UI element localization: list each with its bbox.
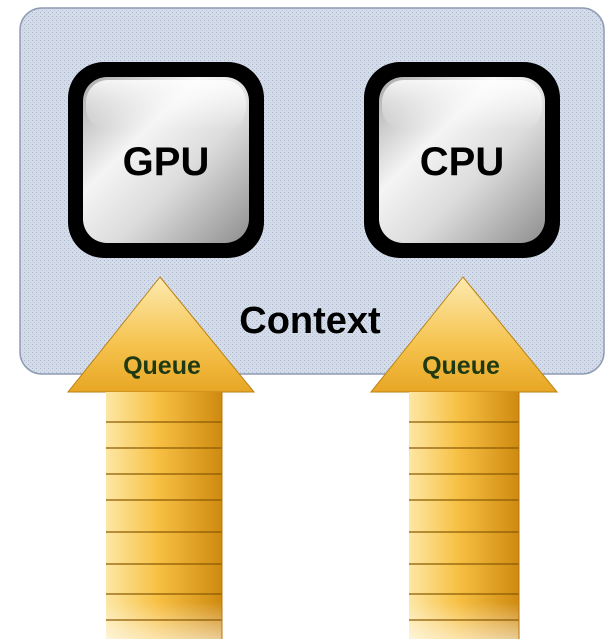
cpu-queue-arrow: Queue (369, 276, 559, 639)
chip-icon (68, 62, 264, 258)
chip-icon (364, 62, 560, 258)
gpu-queue-arrow: Queue (66, 276, 256, 639)
cpu-label: CPU (420, 140, 504, 184)
context-label: Context (239, 300, 381, 342)
queue-label: Queue (123, 352, 201, 380)
up-arrow-icon (66, 276, 256, 639)
up-arrow-icon (369, 276, 559, 639)
gpu-label: GPU (123, 140, 210, 184)
cpu-chip: CPU (364, 62, 560, 258)
queue-label: Queue (422, 352, 500, 380)
gpu-chip: GPU (68, 62, 264, 258)
